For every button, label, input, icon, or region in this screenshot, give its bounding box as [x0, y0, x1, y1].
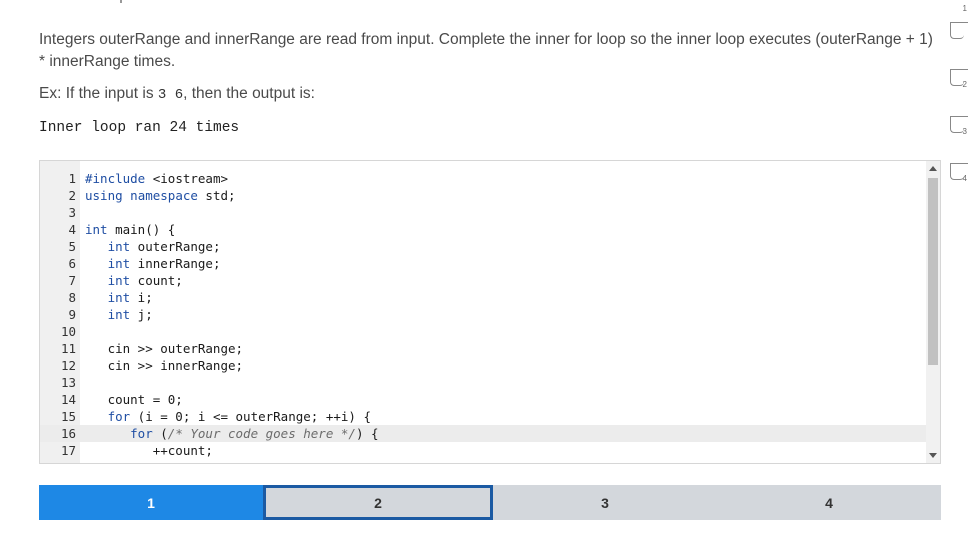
line-number: 1 — [68, 171, 76, 186]
example-prefix: Ex: If the input is — [39, 85, 158, 102]
line-number: 16 — [60, 426, 76, 441]
line-number: 9 — [68, 307, 76, 322]
progress-step-4[interactable]: 4 — [717, 485, 941, 520]
progress-step-1[interactable]: 1 — [39, 485, 263, 520]
level-indicator[interactable]: 1 — [944, 4, 974, 40]
code-text[interactable]: int main() { — [85, 222, 176, 237]
scroll-up-arrow-icon[interactable] — [929, 166, 937, 171]
line-number: 10 — [60, 324, 76, 339]
level-indicator[interactable]: 2 — [944, 67, 974, 89]
level-indicator[interactable]: 3 — [944, 114, 974, 136]
example-text: Ex: If the input is 3 6, then the output… — [39, 85, 939, 103]
level-indicator[interactable]: 4 — [944, 161, 974, 183]
level-box-icon — [950, 21, 968, 39]
code-line[interactable]: 8 int i; — [40, 289, 926, 306]
code-editor[interactable]: 1 #include <iostream> 2 using namespace std… — [39, 160, 941, 464]
example-input: 3 6 — [157, 87, 184, 103]
code-line[interactable]: 17 ++count; — [40, 442, 926, 459]
line-number: 12 — [60, 358, 76, 373]
problem-description: Integers outerRange and innerRange are r… — [39, 31, 933, 70]
code-line[interactable]: 3 — [40, 204, 926, 221]
code-line[interactable]: 11 cin >> outerRange; — [40, 340, 926, 357]
code-text[interactable]: int count; — [107, 273, 183, 288]
line-number: 6 — [68, 256, 76, 271]
line-number: 15 — [60, 409, 76, 424]
code-text[interactable]: cin >> outerRange; — [85, 341, 244, 356]
line-number: 8 — [68, 290, 76, 305]
line-number: 3 — [68, 205, 76, 220]
line-number: 11 — [60, 341, 76, 356]
code-text[interactable]: for (i = 0; i <= outerRange; ++i) { — [107, 409, 371, 424]
problem-statement: Integers outerRange and innerRange are r… — [39, 29, 939, 136]
line-number: 17 — [60, 443, 76, 458]
code-text[interactable]: count = 0; — [85, 392, 183, 407]
progress-step-3[interactable]: 3 — [493, 485, 717, 520]
line-number: 14 — [60, 392, 76, 407]
code-text[interactable]: using namespace std; — [85, 188, 236, 203]
editor-scrollbar[interactable] — [926, 161, 940, 463]
code-line[interactable]: 14 count = 0; — [40, 391, 926, 408]
code-text[interactable]: ++count; — [85, 443, 213, 458]
code-area[interactable]: 1 #include <iostream> 2 using namespace std… — [40, 161, 926, 463]
code-line[interactable]: 13 — [40, 374, 926, 391]
code-text[interactable]: #include <iostream> — [85, 171, 229, 186]
line-number: 2 — [68, 188, 76, 203]
level-box-icon — [950, 162, 968, 180]
line-number: 7 — [68, 273, 76, 288]
expected-output: Inner loop ran 24 times — [39, 120, 240, 136]
line-number-gutter — [40, 161, 80, 463]
code-text[interactable]: int outerRange; — [107, 239, 221, 254]
level-number: 1 — [962, 4, 967, 13]
code-text[interactable]: for (/* Your code goes here */) { — [130, 426, 379, 441]
code-line[interactable]: 15 for (i = 0; i <= outerRange; ++i) { — [40, 408, 926, 425]
level-number: 4 — [962, 174, 967, 183]
code-line[interactable]: 4 int main() { — [40, 221, 926, 238]
code-text[interactable]: int i; — [107, 290, 153, 305]
code-line[interactable]: 5 int outerRange; — [40, 238, 926, 255]
level-box-icon — [950, 115, 968, 133]
scroll-thumb[interactable] — [928, 178, 938, 365]
code-text[interactable]: int innerRange; — [107, 256, 221, 271]
code-line[interactable]: 7 int count; — [40, 272, 926, 289]
example-suffix: , then the output is: — [183, 85, 315, 102]
level-box-icon — [950, 68, 968, 86]
code-line[interactable]: 9 int j; — [40, 306, 926, 323]
level-number: 2 — [962, 80, 967, 89]
code-text[interactable]: cin >> innerRange; — [85, 358, 244, 373]
code-line[interactable]: 2 using namespace std; — [40, 187, 926, 204]
level-number: 3 — [962, 127, 967, 136]
code-line[interactable]: 6 int innerRange; — [40, 255, 926, 272]
line-number: 4 — [68, 222, 76, 237]
code-line[interactable]: 10 — [40, 323, 926, 340]
line-number: 13 — [60, 375, 76, 390]
line-number: 5 — [68, 239, 76, 254]
code-line[interactable]: 1 #include <iostream> — [40, 170, 926, 187]
code-line[interactable]: 16 for (/* Your code goes here */) { — [40, 425, 926, 442]
code-text[interactable]: int j; — [107, 307, 153, 322]
progress-step-2[interactable]: 2 — [263, 485, 493, 520]
scroll-down-arrow-icon[interactable] — [929, 453, 937, 458]
code-line[interactable]: 12 cin >> innerRange; — [40, 357, 926, 374]
top-divider-mark — [120, 0, 122, 3]
